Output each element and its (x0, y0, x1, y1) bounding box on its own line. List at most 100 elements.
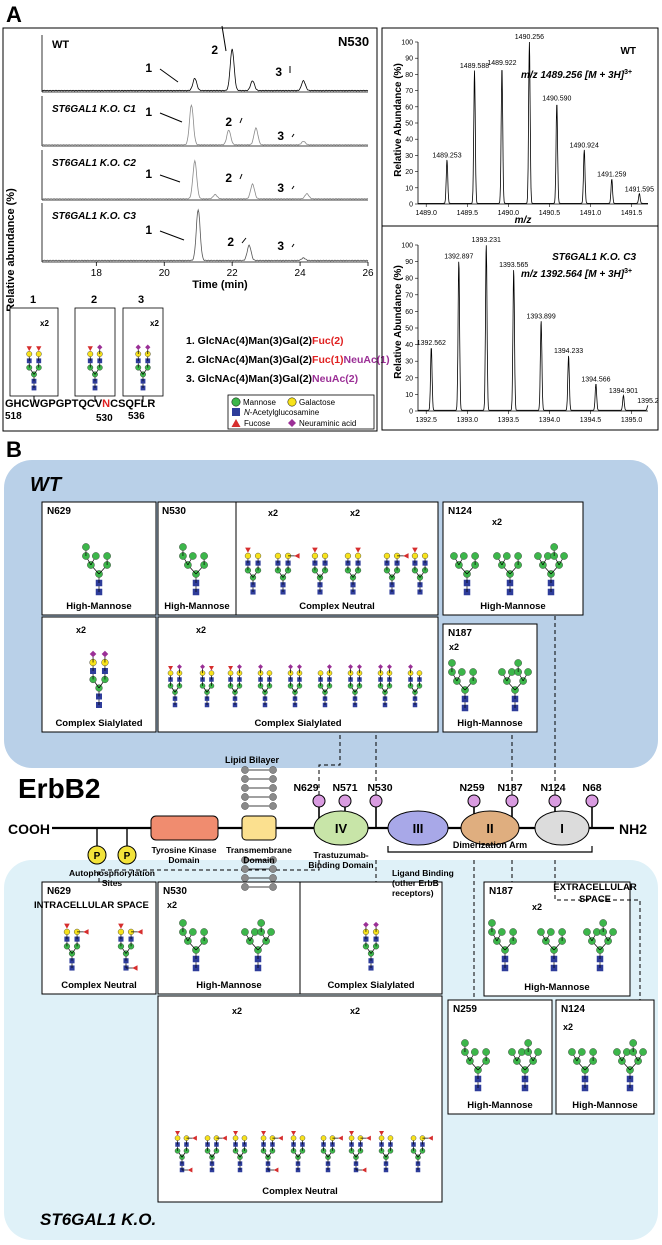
ko-n259-hm-label: High-Mannose (467, 1100, 532, 1111)
fucose-icon (26, 346, 32, 352)
fucose-icon (245, 547, 251, 553)
mannose-icon (200, 552, 208, 560)
peptide-site: N (102, 398, 110, 410)
ms-ytick-label: 10 (405, 392, 413, 399)
trace-label-c1: ST6GAL1 K.O. C1 (52, 104, 136, 115)
tk-label-2: Domain (168, 855, 199, 865)
ms-peak-label: 1393.565 (499, 262, 528, 269)
galactose-icon (35, 351, 42, 357)
domain-iv (313, 810, 369, 846)
wt-n629-cs-label: Complex Sialylated (55, 718, 142, 729)
galactose-icon (232, 1135, 239, 1141)
galactose-key-icon (287, 397, 297, 407)
neuac-key-icon (288, 419, 296, 427)
fucose-icon (118, 923, 124, 929)
lipid-head-icon (241, 865, 249, 873)
chrom-xlabel: Time (min) (192, 279, 248, 291)
mannose-key-label: Mannose (243, 398, 276, 407)
ms-ytick-label: 0 (409, 409, 413, 416)
mannose-icon (578, 1048, 586, 1056)
neuac-icon (101, 650, 109, 658)
neuac-icon (200, 664, 206, 670)
ms-top-frame (381, 27, 659, 227)
fucose-icon (349, 1130, 355, 1136)
neuac-icon (135, 344, 141, 350)
ms-xtick-label: 1491.5 (621, 210, 643, 217)
fucose-icon (208, 665, 214, 671)
neuac-icon (348, 664, 354, 670)
mannose-icon (629, 1039, 637, 1047)
peak-arrow (159, 68, 179, 83)
lipid-head-icon (241, 784, 249, 792)
peak-number: 2 (211, 43, 218, 57)
nh2-label: NH2 (619, 821, 647, 837)
mannose-icon (469, 668, 477, 676)
wt-n530-title: N530 (162, 506, 186, 517)
wt-n124-title: N124 (448, 506, 472, 517)
ko-n530-cs-label: Complex Sialylated (327, 980, 414, 991)
ms-peak-label: 1393.231 (472, 237, 501, 244)
fucose-icon (168, 665, 174, 671)
mannose-icon (514, 552, 522, 560)
symbol-key-box (227, 394, 375, 430)
tbd-label-1: Trastuzumab- (313, 850, 368, 860)
fucose-icon (192, 1135, 197, 1141)
galactose-icon (241, 1135, 248, 1141)
fucose-icon (338, 1135, 343, 1141)
galactose-icon (204, 1135, 211, 1141)
fucose-icon (379, 1130, 385, 1136)
peak-arrow (159, 230, 185, 241)
peak-arrow (241, 237, 247, 244)
x2-label: x2 (350, 1006, 360, 1016)
trace-label-c3: ST6GAL1 K.O. C3 (52, 211, 136, 222)
ko-n124-box (555, 999, 655, 1115)
wt-n530-cs-label: Complex Sialylated (254, 718, 341, 729)
ms-xtick-label: 1395.0 (621, 417, 643, 424)
glycosite-n571-icon (338, 794, 352, 808)
ms-bottom-ylabel: Relative Abundance (%) (393, 265, 404, 379)
wt-n530-hm-box (157, 501, 237, 616)
fucose-key-icon (231, 419, 241, 427)
fucose-icon (187, 1167, 193, 1173)
galactose-icon (378, 1135, 385, 1141)
phospho-site-2 (117, 845, 137, 865)
galactose-icon (311, 552, 319, 559)
mannose-icon (509, 928, 517, 936)
ms-peak-label: 1394.901 (609, 388, 638, 395)
site-n68: N68 (582, 782, 601, 794)
peptide-end: 536 (128, 411, 145, 422)
x2-label: x2 (232, 1006, 242, 1016)
ms-ytick-label: 30 (405, 153, 413, 160)
mannose-icon (534, 1048, 542, 1056)
ms-ytick-label: 20 (405, 169, 413, 176)
ms-top-label: WT (620, 46, 636, 57)
ms-xtick-label: 1393.0 (457, 417, 479, 424)
panel-b-label: B (6, 437, 22, 462)
mannose-icon (498, 668, 506, 676)
ms-ytick-label: 80 (405, 72, 413, 79)
mannose-icon (267, 928, 275, 936)
ms-ytick-label: 50 (405, 326, 413, 333)
peptide-right: CSQFLR (110, 398, 155, 410)
wt-n187-hm-label: High-Mannose (457, 718, 522, 729)
domain-i (534, 810, 590, 846)
autophos-label-1: Autophosphorylation (69, 868, 155, 878)
galactose-icon (254, 552, 262, 559)
peak-number: 3 (277, 239, 284, 253)
lipid-head-icon (241, 775, 249, 783)
glcnac-key-icon (232, 408, 240, 416)
x-tick-label: 24 (295, 268, 307, 279)
mannose-icon (450, 552, 458, 560)
wt-n629-hm-label: High-Mannose (66, 601, 131, 612)
lipid-head-icon (269, 865, 277, 873)
ligand-label-3: receptors) (392, 888, 434, 898)
site-n124: N124 (540, 782, 565, 794)
x2-label: x2 (196, 625, 206, 635)
ms-ytick-label: 70 (405, 292, 413, 299)
ms-xtick-label: 1392.5 (416, 417, 438, 424)
lipid-head-icon (241, 793, 249, 801)
x2-label: x2 (268, 508, 278, 518)
glcnac-key-label: N-Acetylglucosamine (244, 408, 320, 417)
